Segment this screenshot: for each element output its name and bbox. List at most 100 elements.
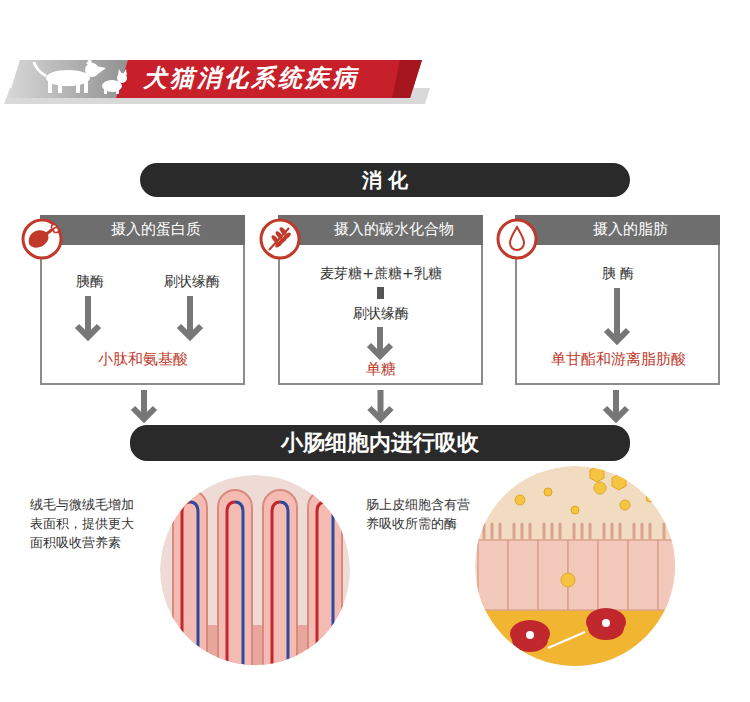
category-icon: [20, 217, 64, 261]
pet-silhouette: [104, 88, 107, 94]
villi-illustration: [227, 502, 235, 690]
enterocyte-illustration: [620, 500, 630, 510]
villi-illustration: [280, 502, 288, 690]
enterocyte-illustration: [470, 466, 688, 680]
title-banner: [392, 60, 422, 98]
category-icon: [261, 220, 299, 258]
pet-silhouette: [34, 58, 127, 94]
enterocyte-illustration: [571, 506, 579, 514]
header-bar: 摄入的脂肪: [515, 215, 720, 245]
enterocyte-illustration: [548, 632, 585, 648]
header-bar: 摄入的碳水化合物: [278, 215, 483, 245]
arrow-head: [370, 408, 392, 419]
pet-silhouette: [123, 69, 127, 75]
title-banner: [116, 60, 422, 98]
arrow-shaft: [141, 390, 147, 415]
header-text: 摄入的蛋白质: [111, 221, 201, 238]
band-text: 小肠细胞内进行吸收: [281, 430, 479, 455]
arrow-head: [133, 408, 155, 419]
pet-silhouette: [48, 80, 52, 93]
enterocyte-illustration: [628, 540, 658, 610]
enterocyte-illustration: [602, 619, 610, 627]
villi-illustration: [317, 502, 325, 690]
enterocyte-illustration: [646, 494, 654, 502]
category-icon: [270, 226, 291, 248]
arrow-shaft: [613, 390, 619, 415]
flow-arrow: [77, 287, 628, 356]
villi-illustration: [182, 502, 190, 690]
enterocyte-illustration: [508, 540, 538, 610]
stage-band: 消 化: [140, 163, 630, 197]
arrow-head: [77, 326, 99, 337]
title-banner: [4, 60, 430, 104]
pet-silhouette: [96, 66, 106, 74]
pet-silhouette: [34, 62, 46, 76]
category-icon: [45, 229, 53, 235]
enterocyte-illustration: [658, 540, 688, 610]
arrow-head: [605, 408, 627, 419]
enzyme-text: 胰酶: [76, 273, 104, 289]
villi-illustration: [190, 502, 198, 690]
flow-connector: [370, 390, 392, 419]
enterocyte-illustration: [612, 474, 626, 490]
villi-illustration: [150, 625, 360, 685]
enzyme-text: 刷状缘酶: [164, 273, 220, 289]
enterocyte-illustration: [561, 573, 575, 587]
stage-band: 小肠细胞内进行吸收: [130, 425, 630, 461]
flow-arrow: [77, 296, 99, 337]
enterocyte-illustration: [586, 608, 626, 640]
category-icon: [282, 231, 292, 240]
enzyme-text: 胰 酶: [602, 265, 634, 281]
category-icon: [498, 220, 536, 258]
joint-mark: [377, 287, 384, 299]
note-text: 绒毛与微绒毛增加 表面积，提供更大 面积吸收营养素: [30, 496, 142, 553]
flow-arrow: [369, 327, 391, 356]
enterocyte-illustration: [526, 631, 534, 639]
arrow-shaft: [614, 288, 620, 337]
enterocyte-illustration: [590, 466, 604, 482]
villi-illustration: [263, 490, 297, 690]
flow-connector: [605, 390, 627, 419]
enterocyte-illustration: [478, 540, 688, 610]
villi-illustration: [308, 490, 342, 690]
enzyme-text: 麦芽糖+蔗糖+乳糖: [320, 265, 441, 281]
villi-illustration: [325, 502, 333, 690]
header-text: 摄入的脂肪: [593, 221, 668, 238]
pet-silhouette: [116, 88, 119, 94]
category-icon: [495, 217, 539, 261]
enterocyte-illustration: [470, 600, 680, 680]
arrow-head: [606, 330, 628, 341]
pet-silhouette: [76, 82, 80, 93]
enterocyte-illustration: [515, 495, 525, 505]
arrow-head: [179, 326, 201, 337]
category-icon: [23, 220, 61, 258]
villi-illustration: [235, 502, 243, 690]
header-text: 摄入的碳水化合物: [334, 221, 454, 238]
arrow-shaft: [187, 296, 193, 333]
pet-silhouette: [58, 82, 62, 93]
pet-silhouette: [118, 69, 122, 75]
villi-illustration: [272, 502, 280, 690]
flow-arrow: [606, 288, 628, 341]
pet-silhouette: [85, 63, 99, 77]
enterocyte-illustration: [510, 620, 550, 652]
enterocyte-illustration: [594, 482, 606, 494]
arrow-shaft: [85, 296, 91, 333]
enzyme-text: 刷状缘酶: [353, 305, 409, 321]
title-text: 犬猫消化系统疾病: [143, 64, 359, 93]
process-box: 摄入的碳水化合物麦芽糖+蔗糖+乳糖刷状缘酶单糖: [278, 215, 483, 385]
product-text: 单糖: [366, 361, 396, 378]
arrow-shaft: [377, 327, 383, 352]
enterocyte-illustration: [484, 524, 664, 538]
product-text: 小肽和氨基酸: [98, 351, 188, 368]
pet-silhouette: [86, 58, 93, 65]
arrow-head: [369, 345, 391, 356]
villi-illustration: [150, 475, 360, 690]
pet-silhouette: [84, 80, 88, 93]
process-box: 摄入的蛋白质胰酶 刷状缘酶小肽和氨基酸: [40, 215, 245, 385]
category-icon: [53, 227, 58, 232]
enterocyte-illustration: [484, 524, 664, 538]
note-text: 肠上皮细胞含有营 养吸收所需的酶: [366, 496, 478, 534]
enterocyte-illustration: [515, 466, 654, 514]
product-text: 单甘酯和游离脂肪酸: [551, 351, 686, 368]
